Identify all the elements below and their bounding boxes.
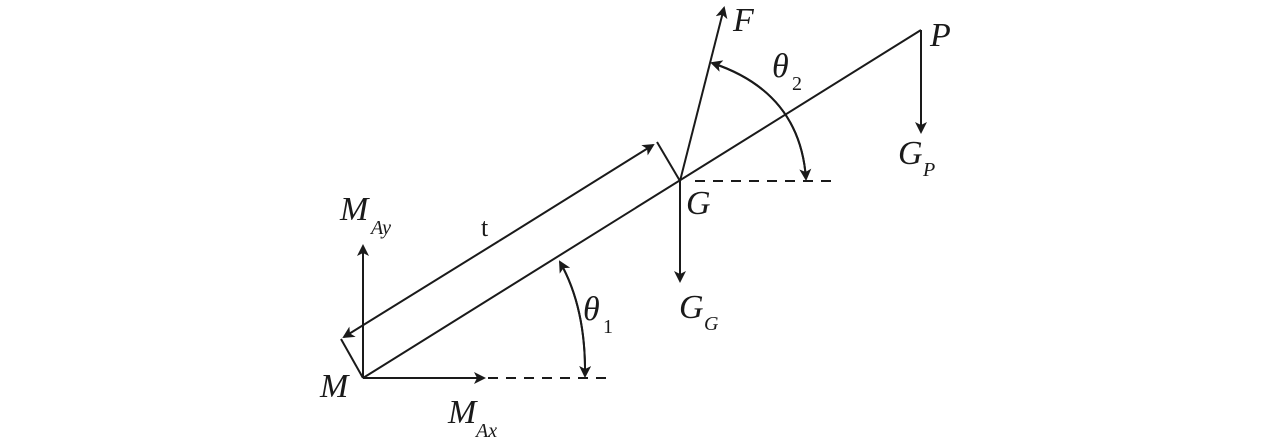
end-weight-subscript: P <box>922 159 935 181</box>
center-of-gravity-label: G <box>686 185 711 222</box>
angle-1-label: θ <box>583 291 600 328</box>
center-weight-label: G <box>679 289 704 326</box>
length-dimension-arrow-up <box>498 143 655 242</box>
angle-1-arc-base <box>559 261 592 378</box>
center-weight-subscript: G <box>704 313 719 335</box>
force-label: F <box>732 2 755 39</box>
length-dimension-arrow-down <box>342 240 500 339</box>
angle-2-label: θ <box>772 48 789 85</box>
end-point-label: P <box>929 17 951 54</box>
force-arrow <box>679 6 728 182</box>
angle-2-subscript: 2 <box>792 73 802 95</box>
moment-horizontal-subscript: Ax <box>474 420 497 441</box>
length-dimension-extension-right <box>656 141 681 182</box>
moment-horizontal-label: M <box>447 394 478 431</box>
length-label: t <box>481 213 489 242</box>
main-rod-line <box>362 29 922 379</box>
base-point-label: M <box>319 368 350 405</box>
angle-1-subscript: 1 <box>603 316 613 338</box>
moment-vertical-label: M <box>339 191 370 228</box>
length-dimension-extension-left <box>340 338 364 379</box>
angle-2-arc-to-horizontal <box>711 62 812 181</box>
end-weight-label: G <box>898 135 923 172</box>
moment-vertical-subscript: Ay <box>369 217 391 239</box>
